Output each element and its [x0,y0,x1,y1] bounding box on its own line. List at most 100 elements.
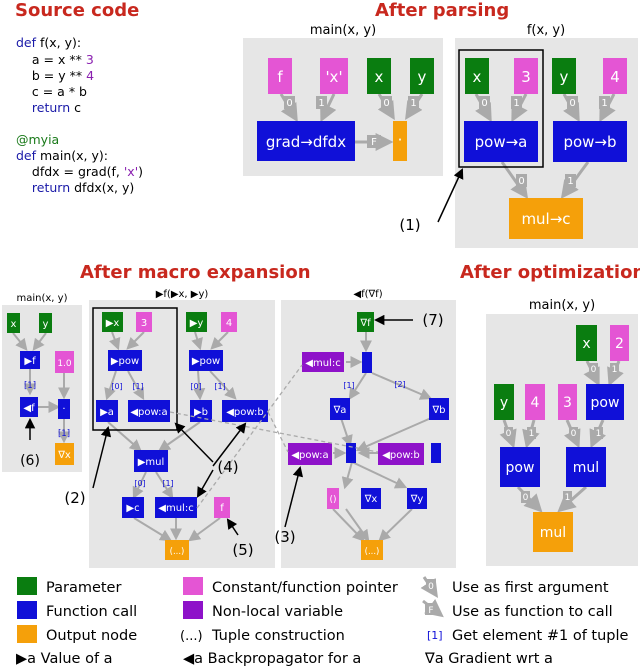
node-tuple-call: · [62,404,65,415]
code-line-5: return c [16,100,81,115]
callout-5: (5) [232,541,253,559]
node-mul-c-output [509,198,583,239]
legend-as-function: Use as function to call [452,604,613,620]
legend-first-arg: Use as first argument [452,580,609,596]
source-code: def f(x, y): a = x ** 3 b = y ** 4 c = a… [16,35,143,195]
node-forward-pow-a: ▶pow [111,356,139,367]
legend-gradient: ∇a Gradient wrt a [424,651,553,667]
legend-index-icon: [1] [427,629,443,642]
svg-text:0: 0 [571,429,577,439]
callout-7: (7) [422,311,443,329]
svg-text:x: x [375,68,384,86]
node-mul-output: mul [540,525,566,541]
legend-constant: Constant/function pointer [212,580,398,596]
svg-text:1: 1 [410,98,416,109]
title-after-parsing: After parsing [375,0,509,21]
svg-text:[1]: [1] [132,382,143,391]
svg-text:x: x [473,68,482,86]
macro-forward-f-panel: ▶f(▶x, ▶y) [0] [1] [0] [1] [0] [1] [89,289,275,568]
node-x-parameter: x [11,319,17,330]
svg-text:1: 1 [318,98,324,109]
node-backprop-pow-b: ◀pow:b [226,407,264,418]
legend-backprop: ◀a Backpropagator for a [183,651,361,667]
node-backprop-pow-b-nonlocal: ◀pow:b [382,450,420,461]
node-call [431,443,441,463]
index-label: [1] [58,429,70,439]
optimization-panel: main(x, y) 0 1 0 1 0 1 0 1 x 2 y 4 [486,298,638,566]
node-call [346,443,356,463]
title-after-optimization: After optimization [460,262,640,283]
node-mul-middle: mul [573,460,599,476]
svg-text:'x': 'x' [325,68,342,86]
title-source-code: Source code [15,0,139,21]
node-grad-a: ∇a [333,405,347,416]
legend-parameter: Parameter [46,580,121,596]
node-grad-x: ∇x [364,494,378,505]
svg-text:1: 1 [565,493,571,503]
legend-swatch-parameter [17,577,37,595]
node-y-parameter [552,58,576,94]
node-3-constant: 3 [141,318,147,329]
index-label: [1] [24,381,36,391]
svg-text:F: F [371,137,377,148]
svg-text:y: y [560,68,569,86]
node-forward-b: ▶b [194,407,208,418]
macro-backward-f-panel: ◀f(∇f) [1] [2] ∇f ◀mul:c ∇a ∇b ◀pow:a [281,289,456,568]
legend-first-arg-icon: 0 [420,576,438,598]
svg-text:0: 0 [569,98,575,109]
node-pow-b-call [553,121,627,162]
highlight-box [458,49,544,168]
node-x-string-constant [320,58,348,94]
node-backprop-f: ◀f [23,403,35,414]
legend-output-node: Output node [46,628,137,644]
node-f-constant: f [220,503,224,514]
node-x-parameter [367,58,391,94]
code-line-2: a = x ** 3 [16,52,94,67]
node-y-parameter [410,58,434,94]
svg-text:f: f [277,68,283,86]
svg-text:0: 0 [481,98,487,109]
node-x-parameter: x [582,336,590,352]
callout-6: (6) [20,453,40,469]
svg-text:[1]: [1] [343,381,354,390]
node-x-parameter [465,58,489,94]
panel-background [281,300,456,568]
svg-text:0: 0 [286,98,292,109]
panel-title: main(x, y) [310,23,376,38]
svg-text:1: 1 [529,429,535,439]
node-forward-pow-b: ▶pow [192,356,220,367]
callout-3: (3) [274,528,295,546]
code-line-6: @myia [16,132,59,147]
node-backprop-mul-c: ◀mul:c [158,503,193,514]
code-line-7: def main(x, y): [16,148,108,163]
svg-text:[1]: [1] [162,479,173,488]
node-y-parameter: y [43,319,49,330]
svg-text:1: 1 [601,98,607,109]
legend-function-call: Function call [46,604,137,620]
legend-tuple-symbol: (...) [180,629,203,644]
node-empty-tuple-constant: () [329,495,336,505]
svg-text:3: 3 [521,68,531,86]
node-tuple-output: (...) [365,547,380,557]
svg-text:pow→a: pow→a [475,133,528,151]
node-4-constant [603,58,627,94]
node-4-constant: 4 [531,395,540,411]
node-y-parameter: y [500,395,508,411]
callout-1: (1) [399,216,420,234]
nonlocal-links [169,364,379,509]
code-line-9: return dfdx(x, y) [16,180,134,195]
node-backprop-pow-a: ◀pow:a [130,407,167,418]
svg-text:0: 0 [428,582,434,592]
node-backprop-mul-c-nonlocal: ◀mul:c [305,358,340,369]
node-pow: pow [506,460,535,476]
svg-text:grad→dfdx: grad→dfdx [266,133,346,151]
node-grad-b: ∇b [431,405,445,416]
node-backprop-pow-a-nonlocal: ◀pow:a [291,450,328,461]
parsing-main-panel: main(x, y) 0 1 0 1 F f 'x' x y grad→dfdx… [243,23,443,176]
svg-text:0: 0 [523,493,529,503]
node-forward-a: ▶a [100,407,114,418]
svg-text:y: y [418,68,427,86]
node-output [393,121,407,161]
